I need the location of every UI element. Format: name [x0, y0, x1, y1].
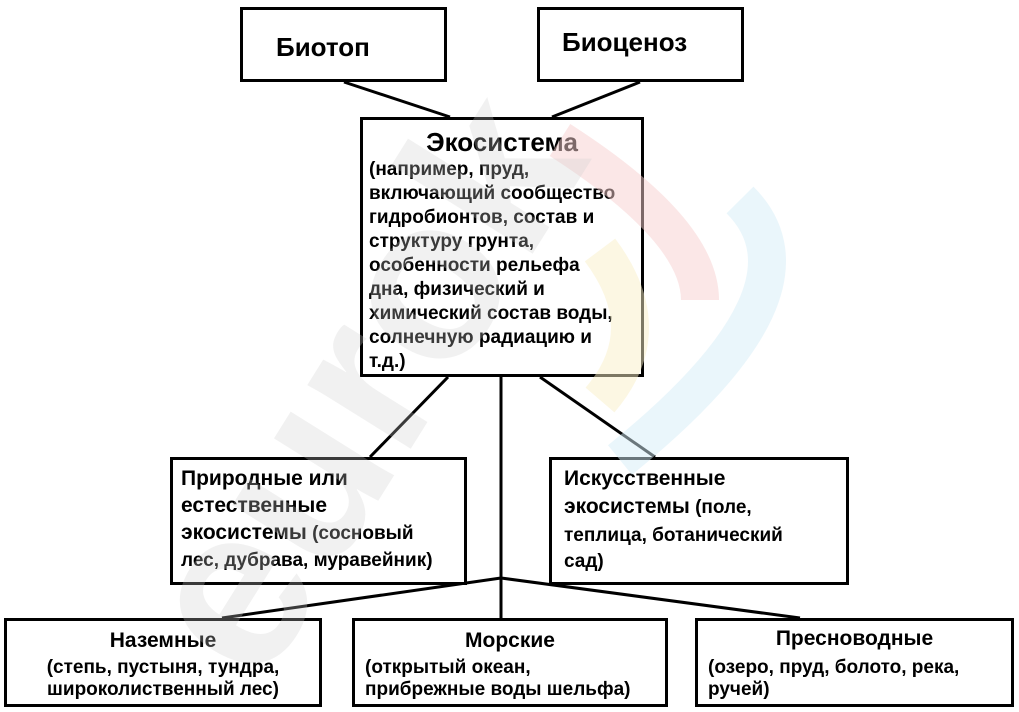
artificial-ecosystems-text: Искусственные экосистемы (поле, теплица,…: [564, 465, 783, 575]
ecosystem-line-5: особенности рельефа: [369, 255, 580, 276]
land-line-2: широколиственный лес): [47, 679, 279, 700]
sea-title: Морские: [465, 629, 555, 652]
natural-line-4: лес, дубрава, муравейник): [181, 550, 433, 571]
ecosystem-line-8: солнечную радиацию и: [369, 327, 592, 348]
natural-line-2: естественные: [181, 494, 328, 517]
natural-line-3: экосистемы (сосновый: [181, 519, 433, 548]
ecosystem-description: (например, пруд, включающий сообщество г…: [369, 158, 615, 374]
connector-ecosystem-natural: [368, 375, 450, 459]
sea-line-2: прибрежные воды шельфа): [365, 679, 631, 700]
ecosystem-line-6: дна, физический и: [369, 279, 545, 300]
sea-line-1: (открытый океан,: [365, 657, 531, 678]
artificial-line-4: сад): [564, 551, 604, 572]
connector-biocenoz-ecosystem: [551, 80, 641, 119]
land-ecosystems-box: Наземные (степь, пустыня, тундра, широко…: [4, 618, 322, 707]
artificial-line-2: экосистемы (поле,: [564, 493, 783, 523]
artificial-ecosystems-box: Искусственные экосистемы (поле, теплица,…: [549, 457, 849, 585]
land-title: Наземные: [109, 629, 217, 652]
natural-line-3-bold: экосистемы: [181, 521, 307, 544]
biocenoz-box: Биоценоз: [537, 7, 744, 82]
sea-description: (открытый океан, прибрежные воды шельфа): [365, 657, 630, 701]
ecosystem-line-4: структуру грунта,: [369, 231, 535, 252]
biotop-box: Биотоп: [240, 7, 447, 82]
connector-ecosystem-artificial: [539, 375, 656, 459]
freshwater-line-2: ручей): [708, 679, 770, 700]
ecosystem-line-9: т.д.): [369, 351, 406, 372]
ecosystem-title: Экосистема: [426, 127, 578, 157]
natural-line-3-rest: (сосновый: [306, 523, 414, 544]
sea-ecosystems-box: Морские (открытый океан, прибрежные воды…: [352, 618, 668, 707]
natural-ecosystems-text: Природные или естественные экосистемы (с…: [181, 465, 433, 574]
artificial-line-1: Искусственные: [564, 467, 726, 490]
artificial-line-3: теплица, ботанический: [564, 525, 783, 546]
artificial-line-2-rest: (поле,: [689, 497, 752, 518]
ecosystem-line-7: химический состав воды,: [369, 303, 613, 324]
land-description: (степь, пустыня, тундра, широколиственны…: [7, 657, 319, 701]
connector-biotop-ecosystem: [343, 80, 451, 119]
natural-ecosystems-box: Природные или естественные экосистемы (с…: [170, 457, 467, 585]
ecosystem-line-2: включающий сообщество: [369, 183, 616, 204]
ecosystem-line-1: (например, пруд,: [369, 159, 530, 180]
biocenoz-label: Биоценоз: [562, 27, 688, 57]
freshwater-description: (озеро, пруд, болото, река, ручей): [708, 657, 959, 701]
artificial-line-2-bold: экосистемы: [564, 495, 690, 518]
biotop-label: Биотоп: [276, 32, 370, 62]
ecosystem-box: Экосистема (например, пруд, включающий с…: [360, 117, 644, 377]
ecosystem-line-3: гидробионтов, состав и: [369, 207, 595, 228]
freshwater-ecosystems-box: Пресноводные (озеро, пруд, болото, река,…: [695, 618, 1014, 707]
land-line-1: (степь, пустыня, тундра,: [46, 657, 280, 678]
freshwater-line-1: (озеро, пруд, болото, река,: [708, 657, 960, 678]
freshwater-title: Пресноводные: [775, 627, 934, 650]
natural-line-1: Природные или: [181, 467, 348, 490]
